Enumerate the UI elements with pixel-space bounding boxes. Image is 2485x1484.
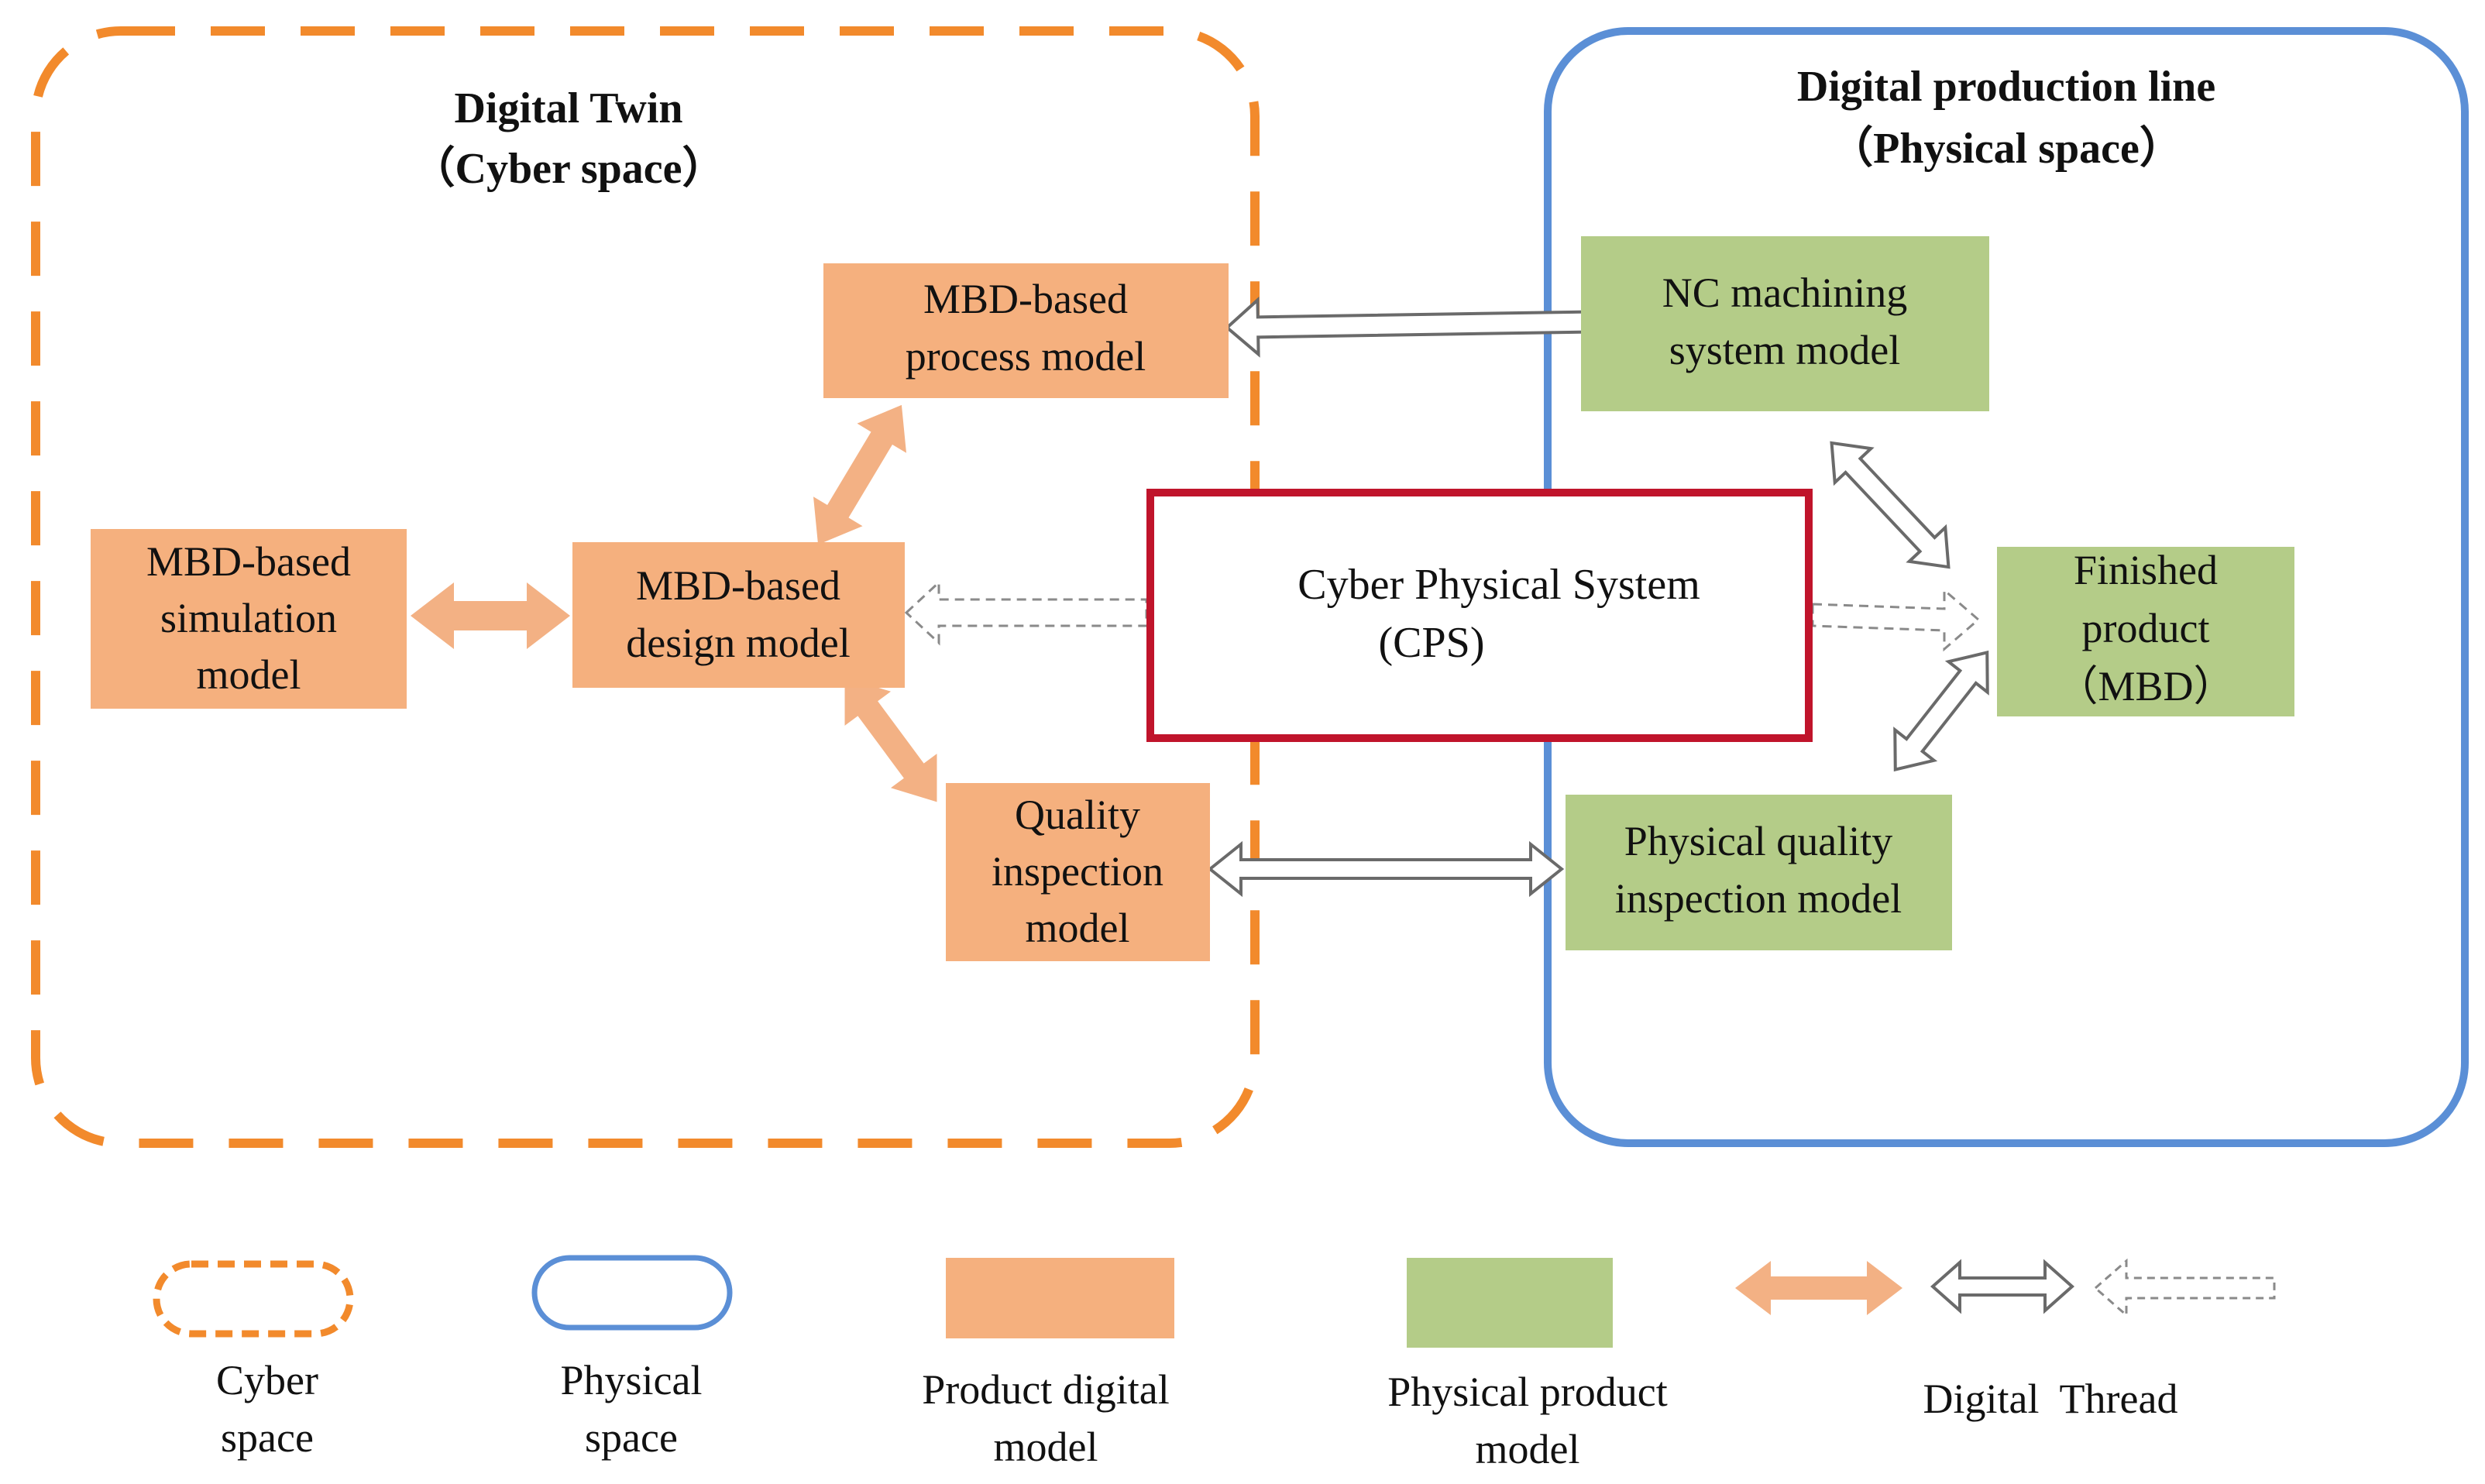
physical-quality-model-label-2: inspection model xyxy=(1615,875,1902,922)
node-process-model: MBD-based process model xyxy=(823,263,1229,398)
physical-space-region: Digital production line （Physical space） xyxy=(1544,27,2469,1147)
cps-label-2: (CPS) xyxy=(1379,619,1485,667)
cyber-region-title: Digital Twin xyxy=(454,84,682,132)
legend-outline-arrow xyxy=(1930,1259,2075,1314)
legend-orange-arrow xyxy=(1735,1261,1902,1315)
legend-physical-product-swatch xyxy=(1407,1258,1613,1348)
design-model-box xyxy=(572,542,905,688)
quality-model-label-2: inspection xyxy=(992,848,1163,895)
design-quality-arrow xyxy=(844,677,937,802)
node-simulation-model: MBD-based simulation model xyxy=(91,529,407,709)
legend-physical-label-1: Physical xyxy=(561,1357,703,1403)
process-model-box xyxy=(823,263,1229,398)
cps-box xyxy=(1146,489,1813,742)
node-nc-model: NC machining system model xyxy=(1581,236,1989,411)
design-model-label-2: design model xyxy=(626,620,850,666)
legend-digital-label-2: model xyxy=(994,1424,1098,1470)
nc-model-label-1: NC machining xyxy=(1662,270,1907,316)
quality-model-box xyxy=(946,783,1210,961)
quality-model-label-3: model xyxy=(1026,905,1130,951)
physical-quality-model-box xyxy=(1566,795,1952,950)
legend-physical-label-2: space xyxy=(585,1414,678,1461)
cps-finished-arrow xyxy=(1811,587,1981,652)
physical-region-title: Digital production line xyxy=(1797,63,2215,111)
design-process-arrow xyxy=(813,404,906,545)
legend-digital-thread-label: Digital Thread xyxy=(1923,1376,2178,1422)
legend-cyber-swatch xyxy=(153,1260,354,1338)
physical-region-subtitle: （Physical space） xyxy=(1830,124,2183,173)
legend-physical-product-label-2: model xyxy=(1476,1426,1580,1472)
node-finished-product: Finished product （MBD） xyxy=(1997,547,2294,716)
simulation-model-label-3: model xyxy=(197,651,301,698)
nc-finished-arrow xyxy=(1830,441,1951,569)
legend-cyber-space: Cyber space xyxy=(153,1260,354,1461)
design-model-label-1: MBD-based xyxy=(636,562,840,609)
legend-digital-swatch xyxy=(946,1258,1174,1338)
finished-product-box xyxy=(1997,547,2294,716)
orange-arrows xyxy=(411,404,937,802)
legend-cyber-label-2: space xyxy=(221,1414,314,1461)
simulation-model-label-2: simulation xyxy=(160,595,337,641)
legend-physical-space: Physical space xyxy=(531,1255,733,1461)
physicalquality-finished-arrow xyxy=(1893,650,1989,772)
legend-physical-swatch xyxy=(531,1255,733,1331)
sim-design-arrow xyxy=(411,582,570,649)
quality-model-label-1: Quality xyxy=(1015,792,1140,838)
cps-design-arrow xyxy=(904,579,1148,646)
simulation-model-box xyxy=(91,529,407,709)
legend-physical-product-label-1: Physical product xyxy=(1387,1369,1667,1415)
outline-arrows xyxy=(1207,291,1989,898)
legend-dashed-arrow xyxy=(2093,1258,2276,1318)
finished-product-label-3: （MBD） xyxy=(2056,663,2235,709)
legend-physical-product-model: Physical product model xyxy=(1387,1258,1668,1472)
node-cps: Cyber Physical System (CPS) xyxy=(1146,489,1813,742)
simulation-model-label-1: MBD-based xyxy=(146,538,351,585)
cyber-region-subtitle: （Cyber space） xyxy=(412,144,726,193)
cps-label-1: Cyber Physical System xyxy=(1297,561,1700,609)
node-quality-model: Quality inspection model xyxy=(946,783,1210,961)
legend-product-digital-model: Product digital model xyxy=(922,1258,1174,1470)
process-nc-arrow xyxy=(1224,291,1621,358)
node-design-model: MBD-based design model xyxy=(572,542,905,688)
nc-model-box xyxy=(1581,236,1989,411)
process-model-label-2: process model xyxy=(906,333,1146,380)
legend-digital-label-1: Product digital xyxy=(922,1366,1169,1413)
nc-model-label-2: system model xyxy=(1669,327,1900,373)
physical-quality-model-label-1: Physical quality xyxy=(1624,818,1892,864)
node-physical-quality-model: Physical quality inspection model xyxy=(1566,795,1952,950)
legend-digital-thread: Digital Thread xyxy=(1735,1258,2276,1422)
finished-product-label-1: Finished xyxy=(2074,547,2218,593)
legend: Cyber space Physical space Product digit… xyxy=(153,1255,2276,1472)
finished-product-label-2: product xyxy=(2082,605,2210,651)
legend-cyber-label-1: Cyber xyxy=(216,1357,318,1403)
quality-physical-quality-arrow xyxy=(1207,840,1565,898)
process-model-label-1: MBD-based xyxy=(923,276,1128,322)
